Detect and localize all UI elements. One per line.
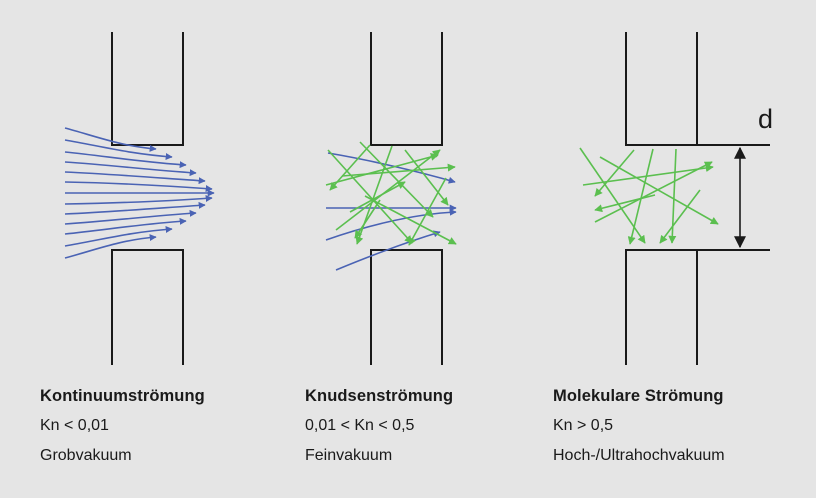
vacuum-range: Grobvakuum (40, 447, 132, 464)
channel-walls (370, 32, 443, 365)
molecule-trajectories (325, 141, 457, 246)
regime-title: Kontinuumströmung (40, 387, 205, 405)
regime-title: Molekulare Strömung (553, 387, 724, 405)
vacuum-range: Feinvakuum (305, 447, 393, 464)
regime-title: Knudsenströmung (305, 387, 454, 405)
vacuum-range: Hoch-/Ultrahochvakuum (553, 447, 725, 464)
channel-walls (625, 32, 770, 365)
caption-molecular: Molekulare Strömung Kn > 0,5 Hoch-/Ultra… (553, 386, 808, 466)
caption-continuum: Kontinuumströmung Kn < 0,01 Grobvakuum (40, 386, 300, 466)
knudsen-range: Kn < 0,01 (40, 417, 109, 434)
molecular-flow-panel: d (579, 32, 773, 365)
channel-walls (111, 32, 184, 365)
dimension-d: d (734, 104, 773, 249)
knudsen-range: Kn > 0,5 (553, 417, 614, 434)
caption-knudsen: Knudsenströmung 0,01 < Kn < 0,5 Feinvaku… (305, 386, 565, 466)
continuum-flow-panel (64, 32, 215, 365)
knudsen-flow-panel (325, 32, 457, 365)
knudsen-range: 0,01 < Kn < 0,5 (305, 417, 415, 434)
dimension-label: d (758, 104, 773, 134)
streamlines (64, 127, 215, 259)
molecule-trajectories (579, 147, 719, 245)
